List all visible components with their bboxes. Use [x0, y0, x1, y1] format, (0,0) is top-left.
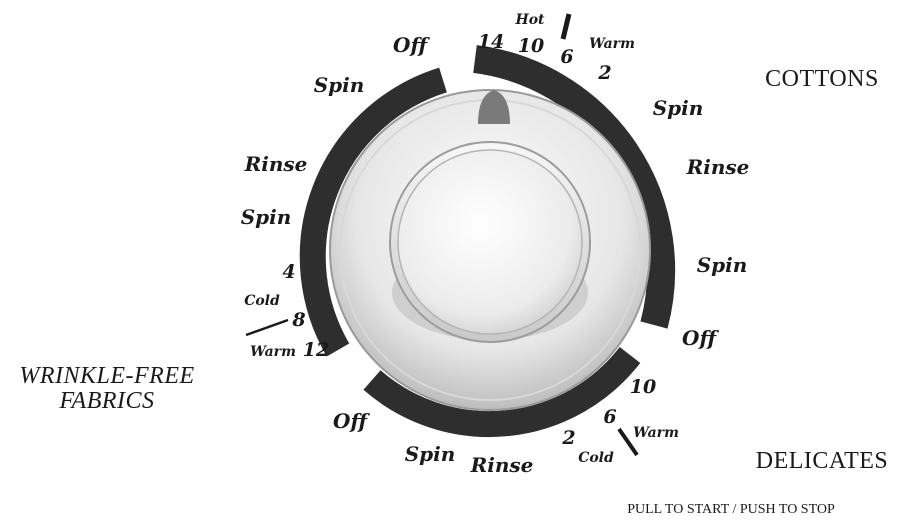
delicates-rinse: Rinse — [470, 453, 534, 477]
wrinkle-free-rinse: Rinse — [244, 152, 308, 176]
section-delicates: DELICATES — [756, 448, 889, 474]
cold-warm-tick — [246, 320, 288, 335]
cottons-rinse: Rinse — [686, 155, 750, 179]
wrinkle-free-time-12: 12 — [303, 339, 329, 361]
pull-push-instruction: PULL TO START / PUSH TO STOP — [627, 502, 835, 517]
cottons-time-2: 2 — [597, 62, 611, 84]
cottons-spin-2: Spin — [697, 253, 748, 277]
wrinkle-free-off: Off — [393, 33, 430, 57]
cottons-time-14: 14 — [478, 31, 504, 53]
delicates-time-2: 2 — [561, 427, 575, 449]
cottons-spin-1: Spin — [653, 96, 704, 120]
wrinkle-free-spin-1: Spin — [314, 73, 365, 97]
cottons-temp-hot: Hot — [514, 12, 545, 28]
section-wrinkle-free: WRINKLE-FREE — [19, 363, 194, 389]
knob-face — [398, 150, 582, 334]
section-cottons: COTTONS — [765, 66, 879, 92]
wrinkle-free-time-4: 4 — [282, 261, 295, 283]
cottons-off: Off — [682, 326, 719, 350]
delicates-off: Off — [333, 409, 370, 433]
delicates-time-6: 6 — [603, 406, 616, 428]
hot-tick — [563, 14, 569, 39]
wrinkle-free-time-8: 8 — [291, 309, 305, 331]
delicates-temp-cold: Cold — [578, 450, 614, 466]
cycle-selector-knob[interactable] — [330, 90, 650, 410]
cottons-time-6: 6 — [560, 46, 573, 68]
delicates-temp-warm: Warm — [633, 425, 679, 441]
cottons-time-10: 10 — [518, 35, 544, 57]
delicates-spin: Spin — [405, 442, 456, 466]
section-wrinkle-free-line2: FABRICS — [58, 388, 154, 414]
delicates-time-10: 10 — [630, 376, 656, 398]
wrinkle-free-spin-2: Spin — [241, 205, 292, 229]
wrinkle-free-temp-cold: Cold — [244, 293, 280, 309]
cottons-temp-warm: Warm — [589, 36, 635, 52]
wrinkle-free-temp-warm: Warm — [250, 344, 296, 360]
